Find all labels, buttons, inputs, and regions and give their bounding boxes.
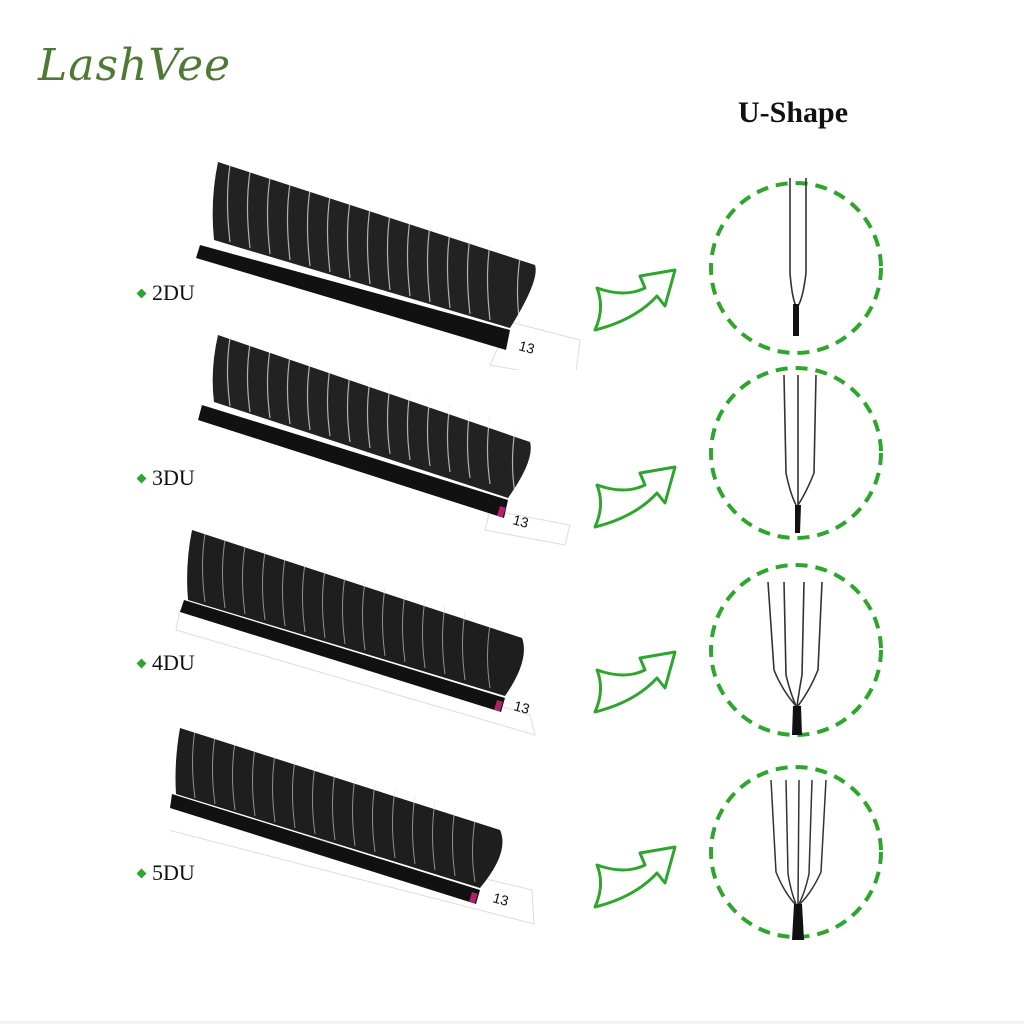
section-heading: U-Shape	[738, 96, 849, 129]
fan-base-icon	[792, 706, 802, 735]
tray-number: 13	[511, 511, 530, 531]
type-label-text: 3DU	[152, 465, 195, 490]
lash-strip-2du-image: 13	[196, 162, 581, 370]
fan-base-icon	[792, 904, 804, 940]
green-arrow-icon	[593, 268, 677, 332]
lash-strip-5du-image: 13	[170, 728, 535, 925]
bullet-diamond-icon	[136, 658, 147, 668]
tray-number: 13	[517, 337, 536, 357]
tray-number: 13	[512, 697, 531, 717]
type-label-text: 5DU	[152, 860, 195, 885]
type-label-text: 4DU	[152, 650, 195, 675]
divider	[0, 1021, 1024, 1024]
fan-base-icon	[793, 304, 799, 336]
tray-number: 13	[491, 889, 510, 909]
fan-base-icon	[795, 505, 801, 533]
green-arrow-icon	[593, 650, 677, 714]
lash-strip-3du-image: 13	[198, 335, 571, 546]
type-label-4du: 4DU	[136, 650, 195, 676]
green-arrow-icon	[593, 845, 677, 909]
fan-diagram-3d	[709, 366, 883, 540]
fan-diagram-5d	[709, 765, 883, 940]
type-label-3du: 3DU	[136, 465, 195, 491]
lash-strip-4du-image: 13	[175, 530, 536, 736]
type-label-2du: 2DU	[136, 280, 195, 306]
bullet-diamond-icon	[136, 288, 147, 298]
bullet-diamond-icon	[136, 868, 147, 878]
fan-diagram-4d	[709, 563, 883, 737]
bullet-diamond-icon	[136, 473, 147, 483]
brand-logo: LashVee	[38, 40, 232, 91]
fan-diagram-2d	[709, 178, 883, 355]
type-label-text: 2DU	[152, 280, 195, 305]
type-label-5du: 5DU	[136, 860, 195, 886]
green-arrow-icon	[593, 465, 677, 529]
